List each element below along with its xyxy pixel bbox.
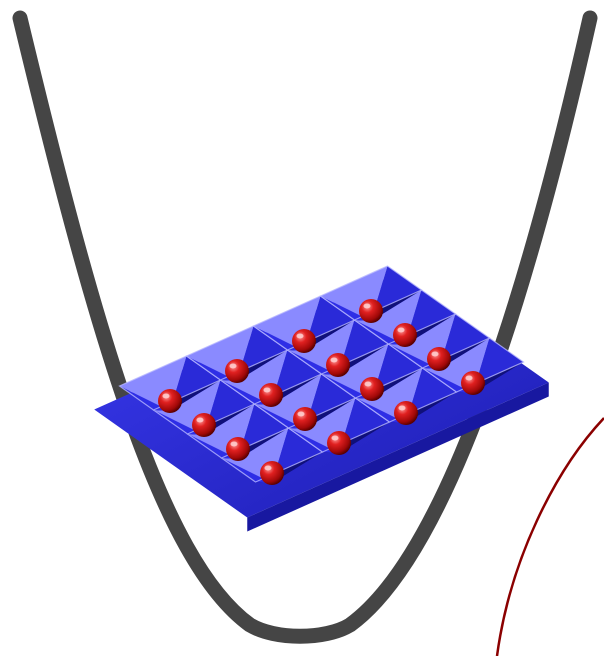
atom-sphere <box>327 431 351 455</box>
atom-sphere <box>292 329 316 353</box>
atom-sphere <box>360 377 384 401</box>
atom-highlight <box>398 328 405 333</box>
atom-sphere <box>192 413 216 437</box>
atom-sphere <box>394 401 418 425</box>
atom-sphere <box>326 353 350 377</box>
atom-highlight <box>331 358 338 363</box>
atom-highlight <box>265 466 272 471</box>
atom-sphere <box>461 371 485 395</box>
atom-sphere <box>393 323 417 347</box>
atom-highlight <box>197 418 204 423</box>
atom-highlight <box>230 364 237 369</box>
atom-sphere <box>158 389 182 413</box>
atom-highlight <box>432 352 439 357</box>
atom-sphere <box>293 407 317 431</box>
atom-highlight <box>399 406 406 411</box>
atom-highlight <box>298 412 305 417</box>
atom-highlight <box>364 304 371 309</box>
atom-sphere <box>226 437 250 461</box>
atom-highlight <box>365 382 372 387</box>
atom-highlight <box>297 334 304 339</box>
atom-highlight <box>231 442 238 447</box>
atom-sphere <box>427 347 451 371</box>
atom-highlight <box>332 436 339 441</box>
atom-sphere <box>359 299 383 323</box>
atom-sphere <box>259 383 283 407</box>
atom-highlight <box>163 394 170 399</box>
atom-highlight <box>264 388 271 393</box>
atom-highlight <box>466 376 473 381</box>
atom-sphere <box>260 461 284 485</box>
atom-sphere <box>225 359 249 383</box>
